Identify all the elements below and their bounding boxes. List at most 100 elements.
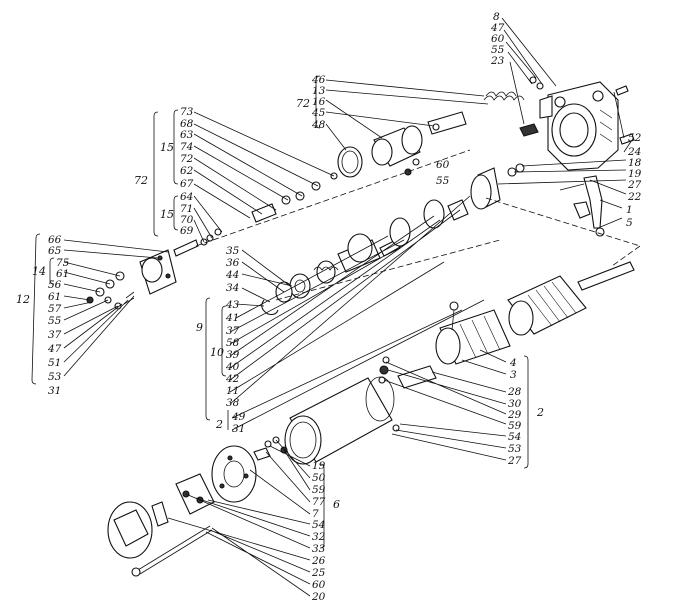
label-33: 33 — [312, 543, 326, 555]
label-59b: 59 — [312, 484, 326, 496]
label-47-left: 47 — [47, 343, 62, 355]
label-1: 1 — [626, 204, 633, 216]
contact-plate — [519, 123, 539, 137]
label-53: 53 — [508, 443, 522, 455]
gasket — [151, 501, 169, 527]
clutch-springs — [275, 260, 339, 303]
label-25: 25 — [311, 567, 326, 579]
label-40: 40 — [225, 361, 240, 373]
armature — [507, 275, 587, 336]
terminal-block — [175, 473, 215, 515]
nut-60 — [404, 168, 412, 176]
label-75: 75 — [56, 257, 70, 269]
label-24: 24 — [627, 146, 641, 158]
small-parts-upper — [173, 172, 338, 257]
label-56: 56 — [48, 279, 62, 291]
label-66: 66 — [48, 234, 62, 246]
brush-assembly — [435, 301, 511, 365]
group-brackets — [31, 75, 529, 549]
label-22: 22 — [627, 191, 642, 203]
label-47: 47 — [490, 22, 505, 34]
label-38: 38 — [226, 397, 240, 409]
rear-cover — [139, 249, 177, 295]
label-19: 19 — [628, 168, 642, 180]
group-6: 6 — [333, 498, 340, 511]
label-50: 50 — [312, 472, 326, 484]
label-62: 62 — [180, 165, 194, 177]
label-39: 39 — [226, 349, 240, 361]
label-31b: 31 — [232, 423, 245, 435]
label-69: 69 — [180, 225, 194, 237]
label-42: 42 — [225, 373, 240, 385]
group-2-right: 2 — [536, 406, 544, 419]
label-68: 68 — [180, 118, 194, 130]
label-26: 26 — [311, 555, 326, 567]
group-14: 14 — [32, 265, 46, 278]
group-72-top: 72 — [296, 97, 310, 110]
housing-screws — [529, 76, 635, 145]
label-36: 36 — [226, 257, 240, 269]
label-74: 74 — [180, 141, 193, 153]
label-46: 46 — [311, 74, 326, 86]
bolts-19-50 — [264, 436, 288, 454]
label-54b: 54 — [312, 519, 325, 531]
label-59: 59 — [508, 420, 522, 432]
label-53-left: 53 — [48, 371, 62, 383]
label-64: 64 — [180, 191, 193, 203]
label-27: 27 — [627, 179, 642, 191]
commutator-end-cover — [211, 445, 257, 503]
label-35: 35 — [226, 245, 240, 257]
label-37b: 37 — [226, 325, 240, 337]
label-67: 67 — [180, 178, 194, 190]
label-11: 11 — [226, 385, 239, 397]
label-71: 71 — [180, 203, 193, 215]
label-55-mid: 55 — [436, 175, 450, 187]
solenoid-coil — [371, 125, 423, 167]
label-4: 4 — [509, 357, 517, 369]
label-61b: 61 — [48, 291, 61, 303]
label-7: 7 — [312, 508, 319, 520]
solenoid-housing — [539, 81, 619, 171]
label-52: 52 — [628, 132, 642, 144]
label-43: 43 — [225, 299, 240, 311]
label-55: 55 — [491, 44, 505, 56]
label-60-mid: 60 — [436, 159, 450, 171]
part-labels: 8 47 60 55 23 46 13 16 45 48 52 24 18 19… — [47, 11, 642, 603]
label-54: 54 — [508, 431, 521, 443]
label-61: 61 — [56, 268, 69, 280]
label-31-left: 31 — [48, 385, 61, 397]
group-9: 9 — [196, 321, 203, 334]
drive-housing-collar — [470, 167, 501, 210]
group-2-left: 2 — [215, 418, 223, 431]
label-63: 63 — [180, 129, 194, 141]
label-65: 65 — [48, 245, 62, 257]
end-cap — [107, 501, 153, 559]
leader-lines — [63, 17, 633, 597]
label-55-left: 55 — [48, 315, 62, 327]
snap-ring — [261, 299, 279, 316]
stop-rings — [389, 199, 469, 247]
group-15-top: 15 — [160, 141, 174, 154]
label-45: 45 — [311, 107, 326, 119]
label-20: 20 — [311, 591, 326, 603]
label-58: 58 — [226, 337, 240, 349]
label-60: 60 — [491, 33, 505, 45]
label-60c: 60 — [312, 579, 326, 591]
shift-lever — [559, 175, 605, 237]
label-37-left: 37 — [48, 329, 62, 341]
label-48: 48 — [311, 119, 326, 131]
group-12: 12 — [16, 293, 30, 306]
label-8: 8 — [493, 11, 500, 23]
label-73: 73 — [180, 106, 194, 118]
label-32: 32 — [312, 531, 326, 543]
plunger — [427, 111, 467, 135]
yoke-housing — [284, 376, 400, 465]
label-34: 34 — [226, 282, 239, 294]
label-70: 70 — [180, 214, 194, 226]
label-13: 13 — [312, 85, 326, 97]
label-72: 72 — [180, 153, 194, 165]
label-57: 57 — [48, 303, 62, 315]
group-15-lower: 15 — [160, 208, 174, 221]
label-23: 23 — [490, 55, 505, 67]
